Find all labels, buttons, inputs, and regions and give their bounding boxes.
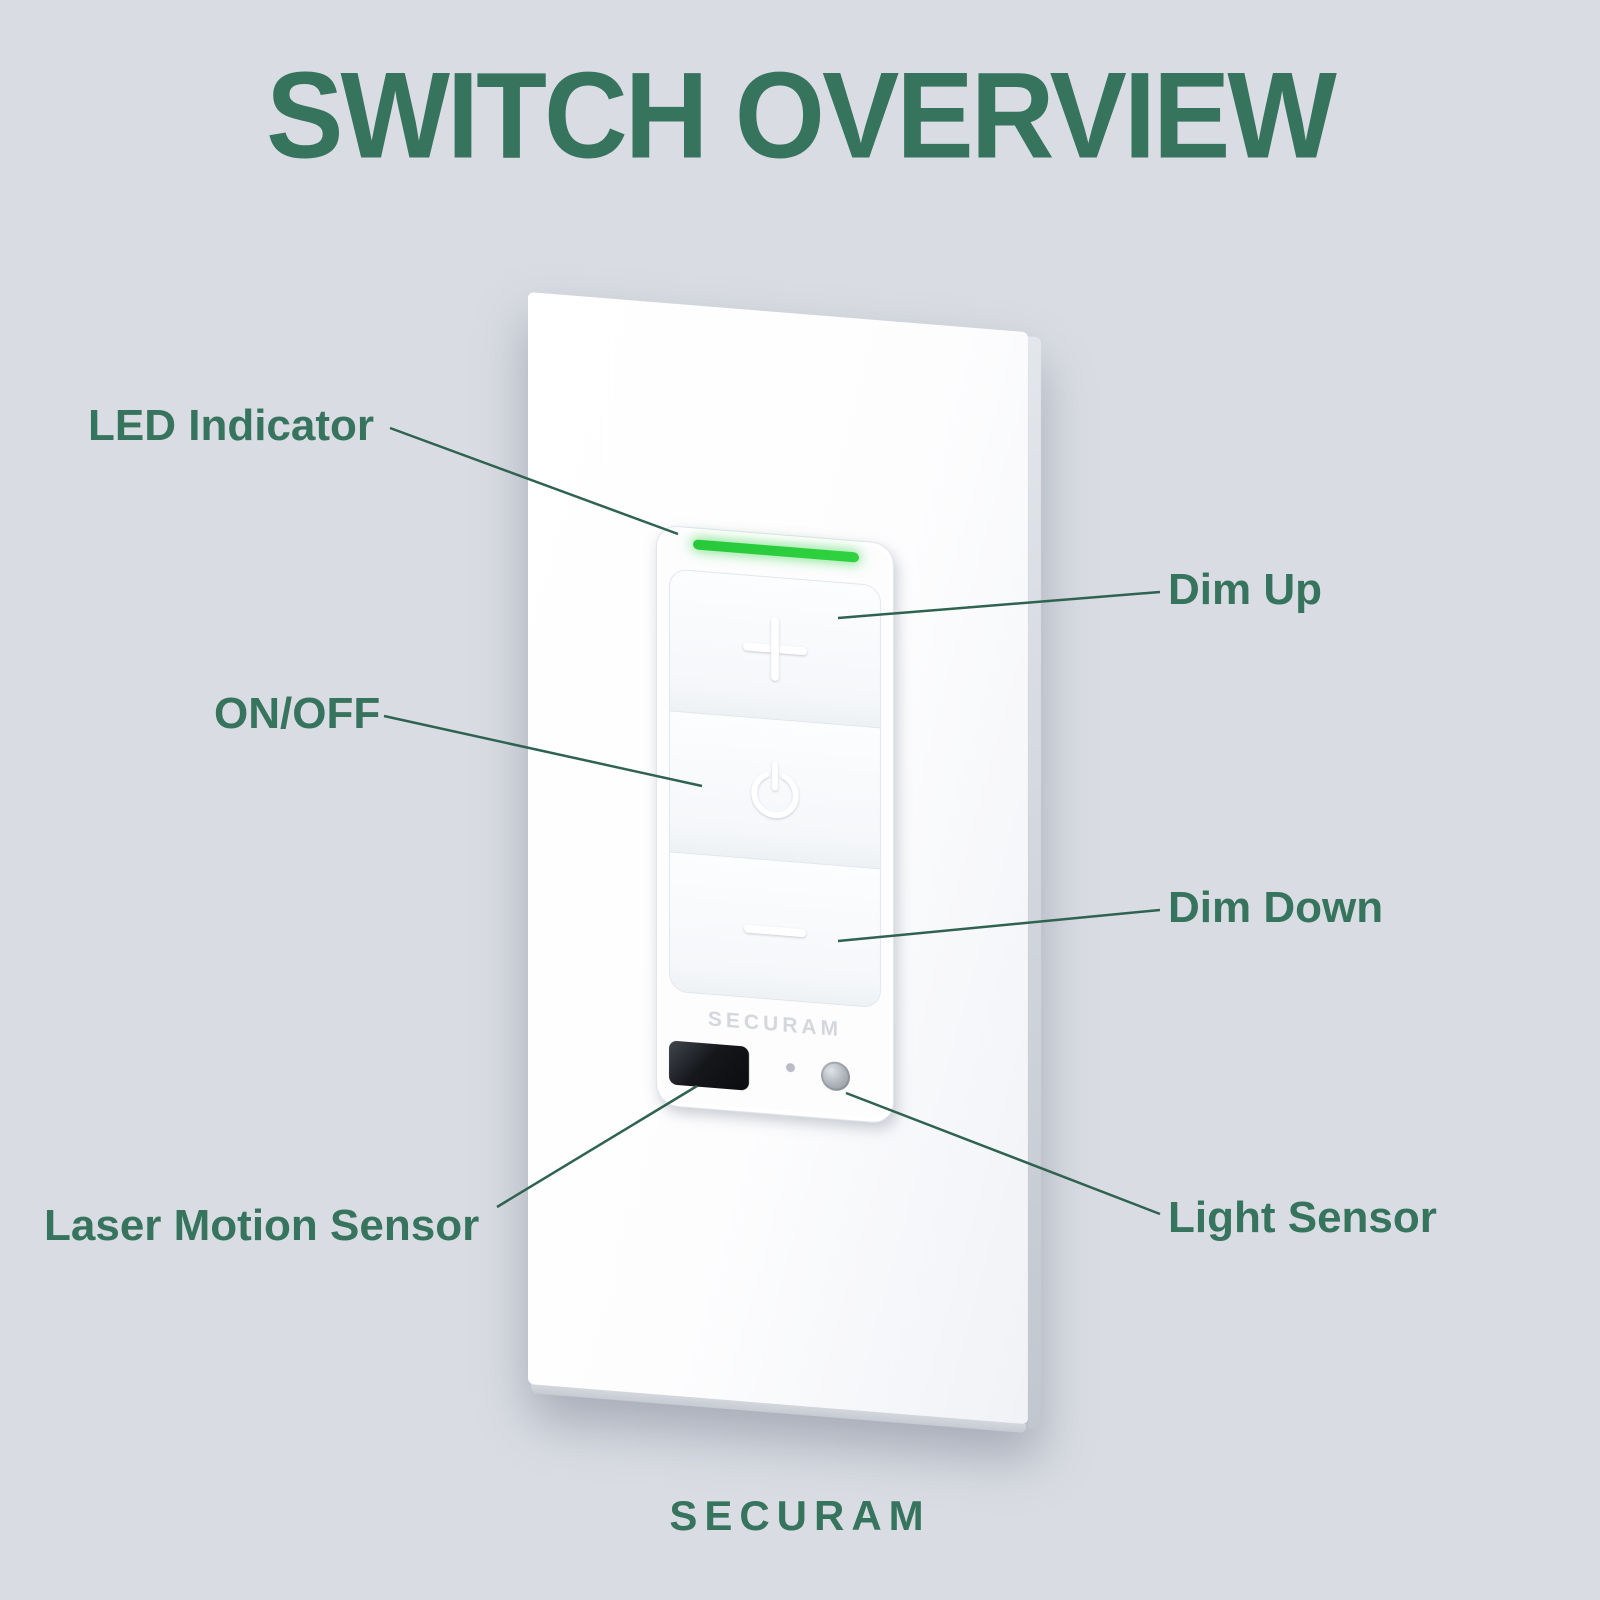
- callout-label-led-indicator: LED Indicator: [88, 401, 375, 450]
- plus-icon: [743, 614, 807, 683]
- status-dot: [786, 1062, 795, 1073]
- button-stack: [669, 568, 881, 1009]
- light-sensor: [821, 1060, 850, 1092]
- callout-label-dim-down: Dim Down: [1168, 883, 1384, 932]
- callout-label-on-off: ON/OFF: [214, 689, 381, 738]
- power-button: [670, 710, 880, 869]
- plate-bottom-face: [531, 1384, 1026, 1434]
- device-brand-label: SECURAM: [707, 1007, 843, 1042]
- laser-motion-sensor-window: [669, 1040, 749, 1091]
- switch-module: SECURAM: [656, 524, 894, 1125]
- switch-plate: SECURAM: [528, 292, 1041, 1434]
- page-title: SWITCH OVERVIEW: [266, 46, 1337, 184]
- callout-label-laser-motion-sensor: Laser Motion Sensor: [44, 1201, 480, 1250]
- callout-label-light-sensor: Light Sensor: [1168, 1193, 1437, 1242]
- callout-label-dim-up: Dim Up: [1168, 565, 1322, 614]
- brand-footer: SECURAM: [669, 1492, 931, 1539]
- dim-up-button: [670, 569, 880, 728]
- dim-down-button: [670, 851, 880, 1009]
- power-icon: [751, 761, 799, 819]
- led-indicator: [693, 539, 859, 563]
- plate-side-face: [1028, 336, 1041, 1430]
- minus-icon: [744, 924, 806, 938]
